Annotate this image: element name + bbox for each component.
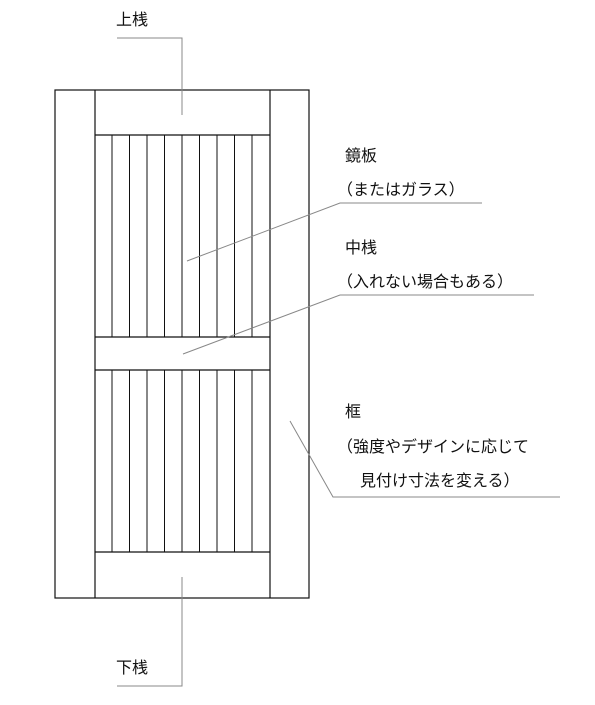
top-rail-label: 上桟 <box>116 10 149 29</box>
panel-leader <box>186 202 482 262</box>
frame-leader <box>289 420 560 498</box>
middle-rail-note: （入れない場合もある） <box>337 272 514 291</box>
panel-note: （またはガラス） <box>337 180 465 199</box>
frame-label: 框 <box>345 402 362 421</box>
middle-rail-label: 中桟 <box>345 238 378 257</box>
frame-note-line1: （強度やデザインに応じて <box>337 437 530 456</box>
bottom-rail-leader <box>117 577 183 687</box>
panel-label: 鏡板 <box>345 146 378 165</box>
bottom-rail-label: 下桟 <box>116 658 149 677</box>
frame-note-line2: 見付け寸法を変える） <box>360 471 520 490</box>
middle-rail-leader <box>182 294 534 355</box>
lower-panel-slats <box>111 370 253 552</box>
top-rail-leader <box>117 37 183 115</box>
upper-panel-slats <box>111 135 253 337</box>
